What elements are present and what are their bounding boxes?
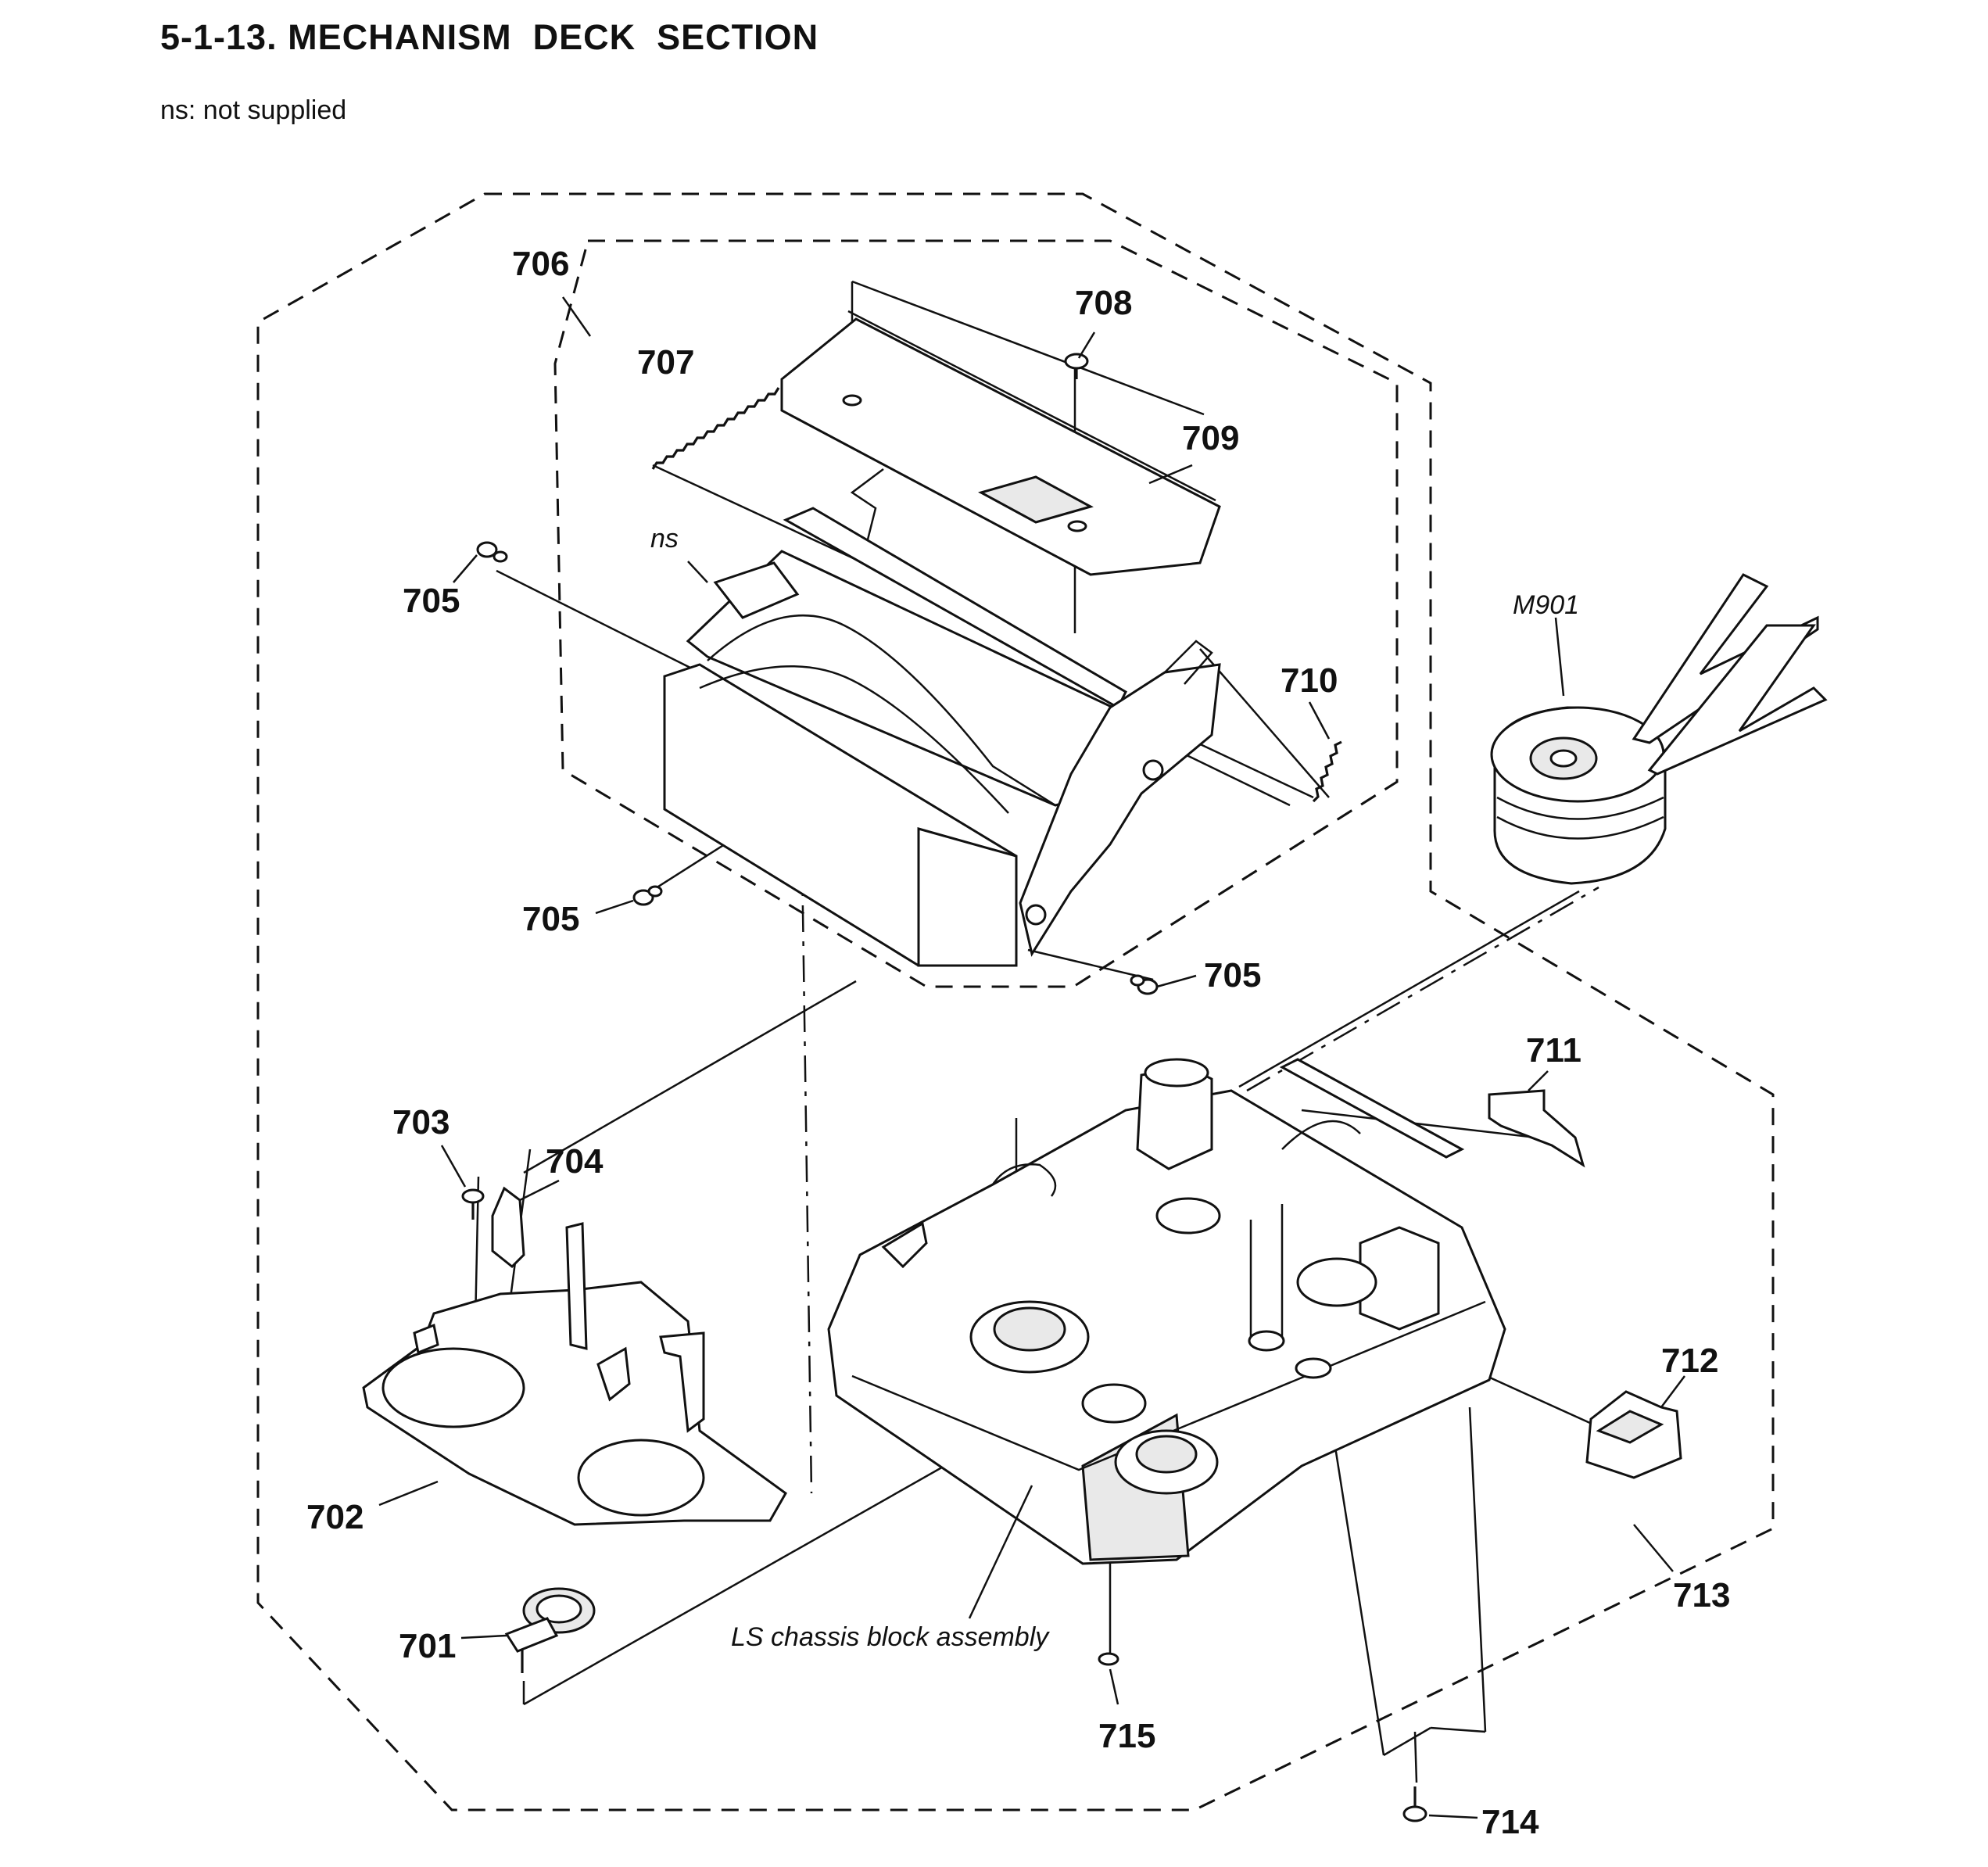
callout-708: 708 <box>1075 284 1132 322</box>
part-709-plate <box>780 310 1221 576</box>
callout-705-middle: 705 <box>522 900 579 938</box>
callout-715: 715 <box>1098 1717 1155 1755</box>
part-710-spring <box>1312 740 1342 803</box>
part-706-frame <box>663 468 1221 967</box>
ns-note: ns: not supplied <box>160 95 347 125</box>
callout-711: 711 <box>1526 1031 1581 1070</box>
callout-704: 704 <box>546 1142 604 1181</box>
part-704-clip <box>491 1186 525 1269</box>
callout-714: 714 <box>1481 1803 1539 1841</box>
callout-701: 701 <box>399 1627 456 1665</box>
callout-leaders <box>378 296 1685 1819</box>
boundary-706 <box>553 239 1399 988</box>
callout-ns: ns <box>650 524 679 554</box>
callout-m901: M901 <box>1513 590 1579 620</box>
callout-712: 712 <box>1661 1342 1718 1380</box>
callout-709: 709 <box>1182 419 1239 457</box>
callout-703: 703 <box>392 1103 450 1141</box>
callout-702: 702 <box>306 1498 364 1536</box>
part-703-screw <box>461 1188 485 1220</box>
part-702-plate <box>362 1222 787 1526</box>
part-711-flex <box>1488 1089 1585 1168</box>
part-701-gear <box>504 1587 596 1673</box>
page-title: 5-1-13. MECHANISM DECK SECTION <box>160 17 819 57</box>
part-m901-motor <box>1490 573 1828 885</box>
boundary-713 <box>256 192 1775 1811</box>
callout-705-right: 705 <box>1204 956 1261 994</box>
part-708-screw <box>1064 353 1089 379</box>
part-712-bracket <box>1585 1390 1682 1479</box>
callout-ls-chassis: LS chassis block assembly <box>731 1622 1050 1652</box>
callout-707: 707 <box>637 343 694 382</box>
part-714-screw <box>1402 1786 1427 1822</box>
part-713-chassis <box>827 1058 1506 1565</box>
part-705-screws <box>476 541 1159 995</box>
callout-705-left: 705 <box>403 582 460 620</box>
callout-706: 706 <box>512 245 569 283</box>
part-715-washer <box>1098 1652 1119 1666</box>
callout-710: 710 <box>1281 661 1338 700</box>
part-707-spring <box>651 387 780 470</box>
callout-713: 713 <box>1673 1576 1730 1614</box>
